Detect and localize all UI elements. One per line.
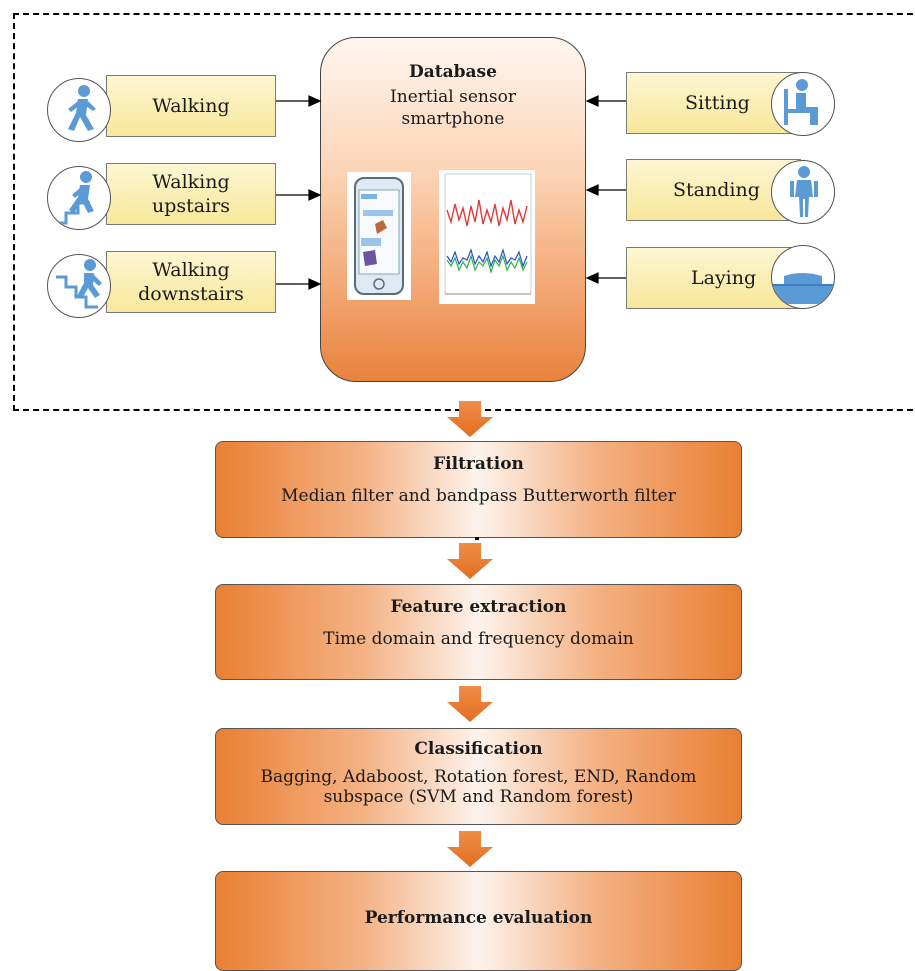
activity-label-line2: upstairs xyxy=(151,195,231,217)
stage-classification: Classification Bagging, Adaboost, Rotati… xyxy=(215,728,742,825)
stage-performance-evaluation: Performance evaluation xyxy=(215,871,742,971)
stage-body: Median filter and bandpass Butterworth f… xyxy=(281,486,676,506)
activity-label: Laying xyxy=(691,267,757,289)
walking-upstairs-icon xyxy=(47,166,111,230)
arrow-standing-to-database xyxy=(585,184,626,196)
arrow-sitting-to-database xyxy=(585,95,626,107)
activity-walking-downstairs: Walking downstairs xyxy=(106,251,276,313)
stage-title: Classification xyxy=(414,739,543,759)
stage-feature-extraction: Feature extraction Time domain and frequ… xyxy=(215,584,742,680)
database-subtitle-line2: smartphone xyxy=(401,109,505,129)
activity-label: Walking xyxy=(152,259,230,281)
activity-label: Standing xyxy=(673,179,760,201)
arrow-laying-to-database xyxy=(585,272,626,284)
down-arrow-4 xyxy=(447,831,493,867)
activity-label-line2: downstairs xyxy=(138,283,244,305)
walking-downstairs-icon xyxy=(47,254,111,318)
standing-person-icon xyxy=(771,160,835,224)
down-arrow-1 xyxy=(447,401,493,437)
walking-person-icon xyxy=(47,78,111,142)
small-dash-mark xyxy=(475,537,479,540)
activity-label: Walking xyxy=(152,171,230,193)
arrow-downstairs-to-database xyxy=(276,278,322,290)
stage-title: Feature extraction xyxy=(390,597,567,617)
activity-label: Walking xyxy=(152,95,230,117)
stage-title: Filtration xyxy=(433,454,524,474)
sensor-signal-plot-image xyxy=(439,170,535,304)
database-title: Database xyxy=(409,62,497,82)
sitting-person-icon xyxy=(771,72,835,136)
stage-body: Bagging, Adaboost, Rotation forest, END,… xyxy=(260,767,697,787)
arrow-walking-to-database xyxy=(276,95,322,107)
down-arrow-2 xyxy=(447,543,493,579)
smartphone-image xyxy=(347,172,411,300)
database-subtitle: Inertial sensor smartphone xyxy=(321,86,585,130)
down-arrow-3 xyxy=(447,686,493,722)
laying-person-icon xyxy=(771,245,835,309)
activity-label: Sitting xyxy=(685,92,750,114)
database-subtitle-line1: Inertial sensor xyxy=(390,87,516,107)
arrow-upstairs-to-database xyxy=(276,189,322,201)
stage-body-line2: subspace (SVM and Random forest) xyxy=(323,787,634,807)
stage-title: Performance evaluation xyxy=(364,908,593,928)
stage-body: Time domain and frequency domain xyxy=(323,629,634,649)
database-box: Database Inertial sensor smartphone xyxy=(320,37,586,382)
